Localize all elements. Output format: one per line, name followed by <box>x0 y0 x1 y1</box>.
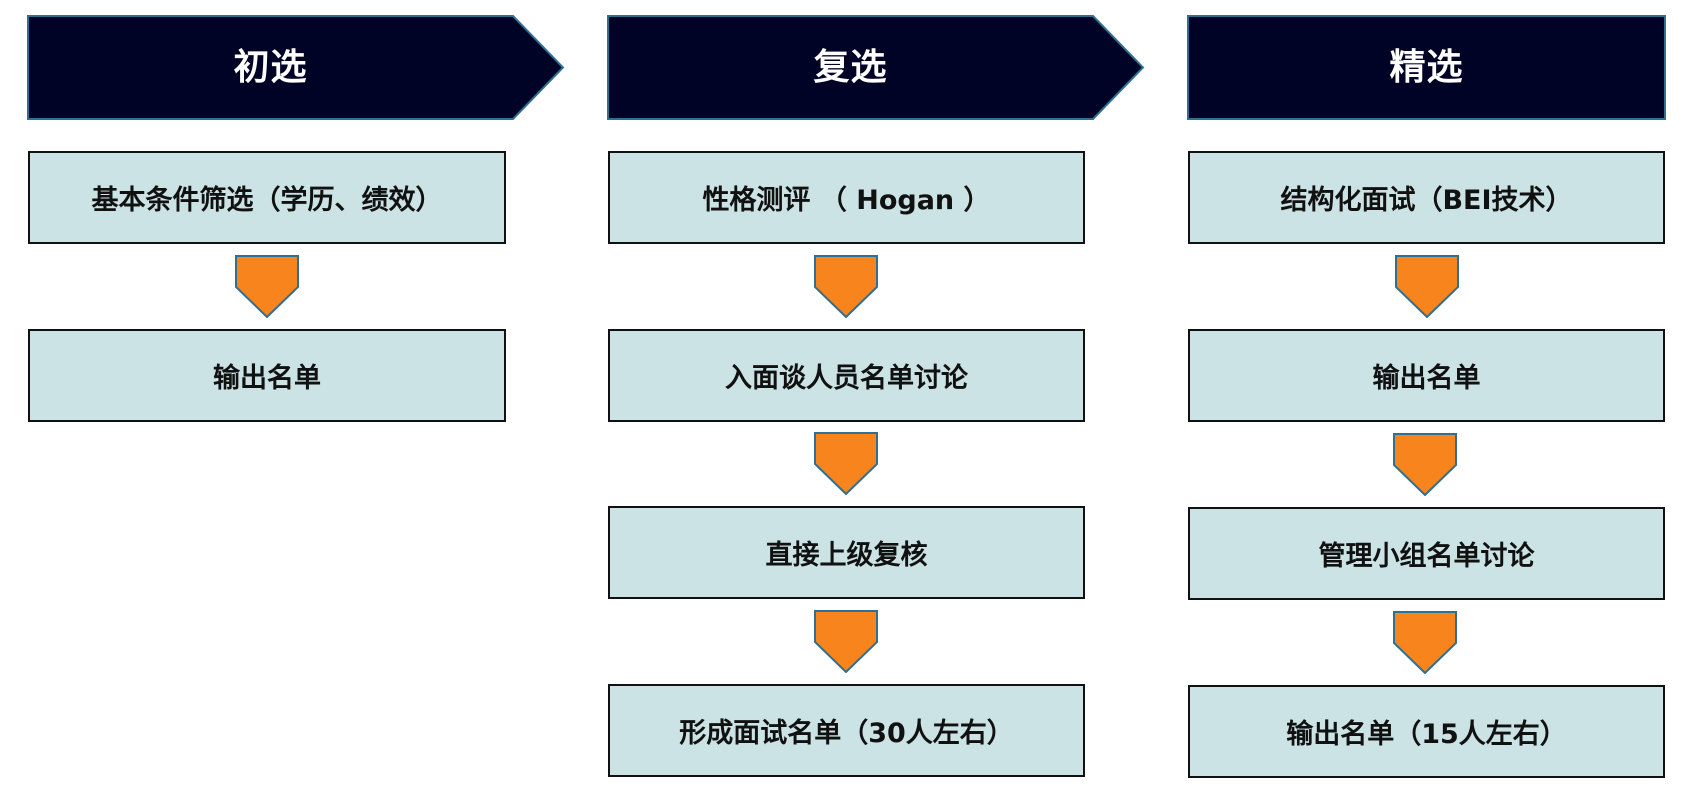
step-box: 输出名单 <box>28 329 506 422</box>
step-label: 入面谈人员名单讨论 <box>725 363 968 394</box>
down-arrow-icon <box>1393 433 1457 496</box>
step-label: 结构化面试（BEI技术） <box>1280 185 1573 216</box>
step-box: 输出名单 <box>1188 329 1665 422</box>
down-arrow-icon <box>814 610 878 673</box>
step-box: 基本条件筛选（学历、绩效） <box>28 151 506 244</box>
step-box: 形成面试名单（30人左右） <box>608 684 1085 777</box>
stage-title: 初选 <box>233 47 308 88</box>
step-box: 输出名单（15人左右） <box>1188 685 1665 778</box>
step-label: 输出名单（15人左右） <box>1286 719 1567 750</box>
down-arrow-icon <box>814 432 878 495</box>
chevron-shape <box>27 15 565 120</box>
stage-header-initial: 初选 <box>27 15 565 120</box>
step-label: 输出名单 <box>1372 363 1481 394</box>
chevron-shape <box>607 15 1145 120</box>
down-arrow-icon <box>1395 255 1459 318</box>
step-label: 基本条件筛选（学历、绩效） <box>91 185 443 216</box>
step-label: 性格测评 （ Hogan ） <box>702 185 991 216</box>
down-arrow-icon <box>1393 611 1457 674</box>
down-arrow-icon <box>814 255 878 318</box>
stage-header-secondary: 复选 <box>607 15 1145 120</box>
step-label: 形成面试名单（30人左右） <box>679 718 1014 749</box>
banner-shape <box>1187 15 1666 120</box>
step-box: 结构化面试（BEI技术） <box>1188 151 1665 244</box>
step-box: 性格测评 （ Hogan ） <box>608 151 1085 244</box>
step-box: 直接上级复核 <box>608 506 1085 599</box>
stage-title: 精选 <box>1389 47 1464 88</box>
step-box: 管理小组名单讨论 <box>1188 507 1665 600</box>
step-label: 管理小组名单讨论 <box>1318 541 1535 572</box>
step-label: 输出名单 <box>213 363 321 394</box>
down-arrow-icon <box>235 255 299 318</box>
stage-title: 复选 <box>813 47 888 88</box>
stage-header-final: 精选 <box>1187 15 1666 120</box>
step-label: 直接上级复核 <box>765 540 928 571</box>
step-box: 入面谈人员名单讨论 <box>608 329 1085 422</box>
